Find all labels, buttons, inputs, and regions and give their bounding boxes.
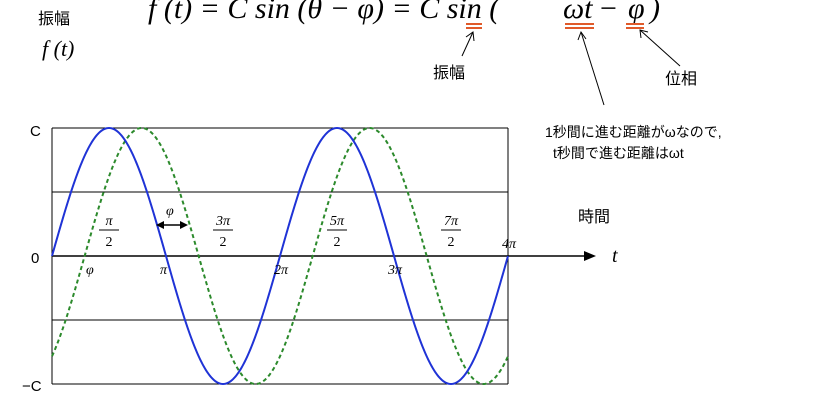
fraction-numerator: 5π xyxy=(330,214,345,229)
fraction-label: 5π2 xyxy=(327,214,348,250)
omega-arrow xyxy=(580,31,605,106)
fraction-numerator: π xyxy=(105,214,113,229)
y-tick-neg-c: −C xyxy=(22,378,42,395)
phi-shift-label: φ xyxy=(166,204,174,219)
equation-omega-t: ωt xyxy=(563,0,593,25)
amplitude-arrow xyxy=(461,31,474,57)
equation-close: ) xyxy=(648,0,660,25)
equation-minus: − xyxy=(598,0,618,25)
y-axis-caption: 振幅 xyxy=(38,10,70,28)
omega-arrowhead xyxy=(577,30,587,41)
y-tick-zero: 0 xyxy=(31,250,39,267)
equation-lhs: f (t) = C sin (θ − φ) = C sin ( xyxy=(148,0,501,25)
x-tick-label: 3π xyxy=(387,263,403,278)
x-axis-caption: 時間 xyxy=(578,208,610,226)
equation-underlines xyxy=(466,23,644,29)
x-tick-label: 2π xyxy=(274,263,289,278)
amplitude-annotation: 振幅 xyxy=(433,64,465,82)
x-tick-labels: π 2π 3π 4π xyxy=(160,237,517,278)
phase-shift-right-head xyxy=(180,221,188,229)
annotation-arrows xyxy=(461,29,681,106)
x-axis-label: t xyxy=(612,245,618,267)
x-tick-label: π xyxy=(160,263,168,278)
fraction-denominator: 2 xyxy=(448,235,455,250)
series-reference-curve xyxy=(51,126,509,386)
amplitude-arrowhead xyxy=(465,31,475,42)
fraction-denominator: 2 xyxy=(106,235,113,250)
fraction-denominator: 2 xyxy=(220,235,227,250)
fraction-numerator: 7π xyxy=(444,214,459,229)
note-line-2: t秒間で進む距離はωt xyxy=(553,145,684,161)
phase-arrowhead xyxy=(639,29,649,39)
phase-shift-marker: φ xyxy=(156,204,188,229)
fraction-label: 3π2 xyxy=(213,214,234,250)
note-line-1: 1秒間に進む距離がωなので, xyxy=(545,124,722,140)
x-tick-label: 4π xyxy=(502,237,517,252)
equation-phi: φ xyxy=(628,0,645,25)
phase-arrow xyxy=(639,29,681,67)
fraction-label: 7π2 xyxy=(441,214,462,250)
x-axis-arrowhead xyxy=(584,251,596,261)
phase-annotation: 位相 xyxy=(665,70,697,88)
fraction-numerator: 3π xyxy=(215,214,231,229)
y-tick-c: C xyxy=(30,123,41,140)
series-phase-shifted-curve xyxy=(51,127,509,385)
fraction-denominator: 2 xyxy=(334,235,341,250)
phase-shift-left-head xyxy=(156,221,164,229)
phi-axis-label: φ xyxy=(86,263,94,278)
fraction-label: π2 xyxy=(99,214,120,250)
y-axis-label: f (t) xyxy=(42,36,74,61)
